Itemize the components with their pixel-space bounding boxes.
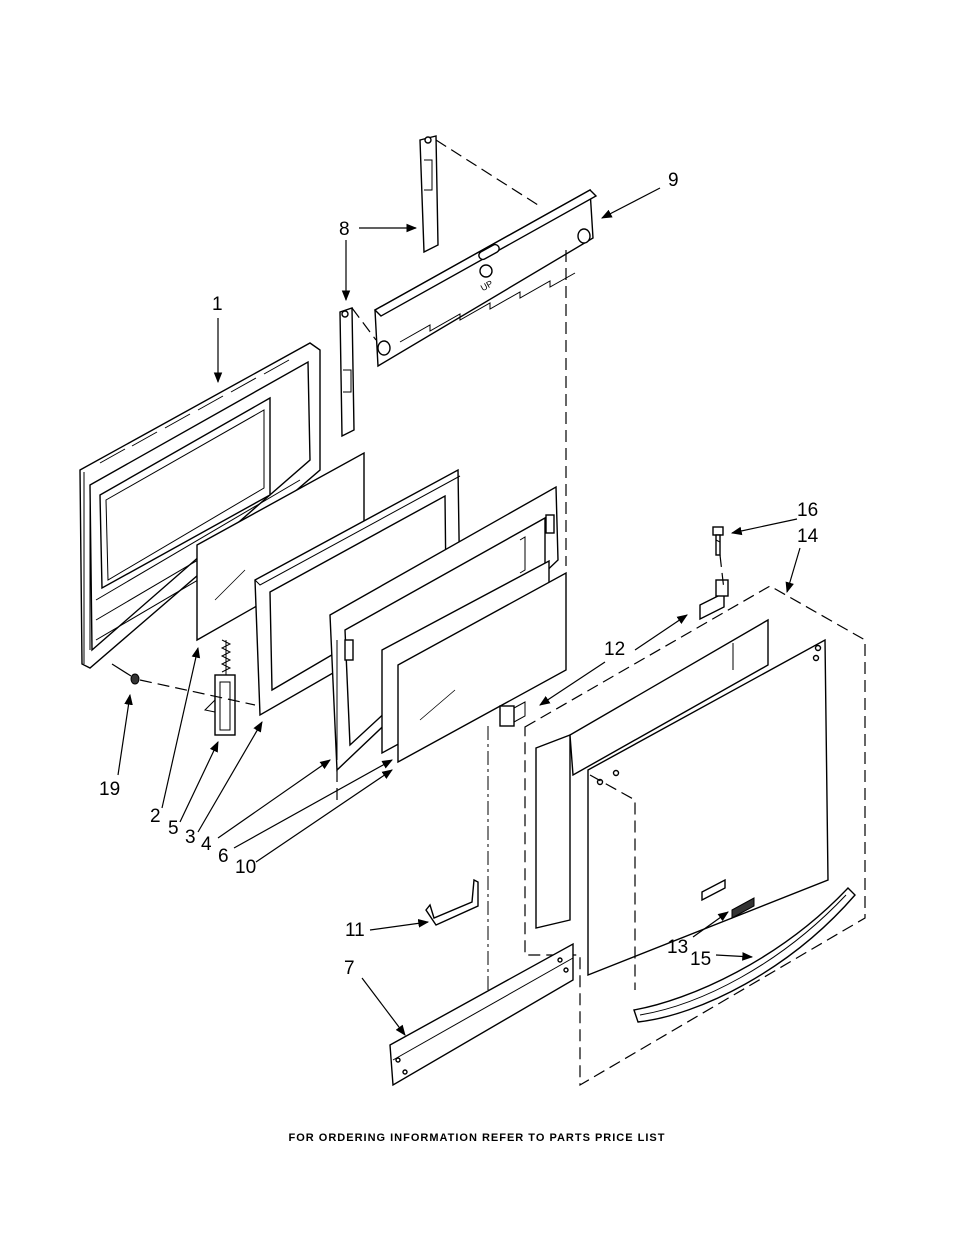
part-13-handle-plate (701, 878, 755, 919)
part-1-inner-door (79, 342, 321, 669)
part-15-door-handle (633, 886, 856, 1023)
callout-4: 4 (201, 834, 212, 855)
callout-1: 1 (212, 294, 223, 315)
callout-2: 2 (150, 806, 161, 827)
part-19-screw (111, 663, 140, 685)
callout-11: 11 (345, 920, 365, 941)
part-9-vent-panel: UP (373, 188, 598, 368)
part-16-screw (712, 526, 724, 556)
part-12-clip (499, 701, 526, 727)
callout-15: 15 (690, 949, 711, 970)
part-14-outer-door (524, 585, 866, 1087)
callout-16: 16 (797, 500, 818, 521)
callout-3: 3 (185, 827, 196, 848)
part-8-bracket-lower (339, 307, 355, 438)
ordering-info-footer: FOR ORDERING INFORMATION REFER TO PARTS … (288, 1132, 666, 1144)
assembly-lines (139, 139, 725, 990)
part-7-bottom-trim (389, 942, 574, 1087)
callout-8: 8 (339, 219, 350, 240)
part-10-inner-glass (381, 559, 567, 764)
callout-6: 6 (218, 846, 229, 867)
part-11-bracket (425, 878, 479, 926)
callout-7: 7 (344, 958, 355, 979)
callout-19: 19 (99, 779, 120, 800)
leader-lines (117, 187, 801, 1036)
part-8-bracket-upper (419, 135, 439, 254)
callout-12: 12 (604, 639, 625, 660)
callout-10: 10 (235, 857, 256, 878)
callout-labels: 1 8 9 16 14 12 19 2 5 3 4 6 10 11 7 13 1… (99, 170, 819, 979)
part-13-upper-bracket (699, 579, 729, 621)
door-vent-slots (99, 359, 290, 464)
part-5-hinge (203, 639, 236, 736)
callout-9: 9 (668, 170, 679, 191)
callout-5: 5 (168, 818, 179, 839)
callout-14: 14 (797, 526, 819, 547)
callout-13: 13 (667, 937, 688, 958)
